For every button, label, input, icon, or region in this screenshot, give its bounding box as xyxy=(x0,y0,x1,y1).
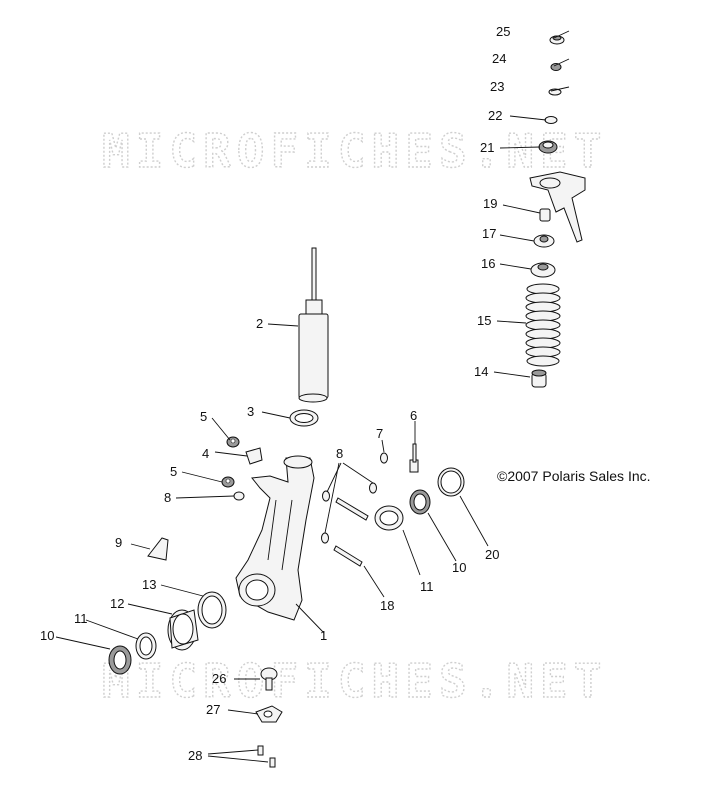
callout-20: 20 xyxy=(485,547,499,562)
part-25-cap xyxy=(549,35,565,45)
callout-27: 27 xyxy=(206,702,220,717)
part-16-isolator xyxy=(530,262,556,278)
part-8-washer-left xyxy=(233,491,245,501)
part-21-bushing xyxy=(538,140,558,154)
part-4-bracket xyxy=(245,447,263,465)
callout-11-right: 11 xyxy=(420,579,434,594)
part-18-bolts xyxy=(333,497,369,567)
part-17-spring-seat xyxy=(533,234,555,248)
part-7-washer xyxy=(380,452,388,464)
part-6-bolt xyxy=(409,443,419,473)
part-10-bearing-right xyxy=(409,489,431,515)
callout-24: 24 xyxy=(492,51,506,66)
callout-7: 7 xyxy=(376,426,383,441)
callout-15: 15 xyxy=(477,313,491,328)
callout-5-lower: 5 xyxy=(170,464,177,479)
part-2-strut xyxy=(298,247,329,403)
watermark-top: MICROFICHES.NET xyxy=(102,124,607,178)
part-14-bump-stop xyxy=(531,369,547,388)
callout-28: 28 xyxy=(188,748,202,763)
callout-12: 12 xyxy=(110,596,124,611)
callout-6: 6 xyxy=(410,408,417,423)
part-10-bearing-left xyxy=(108,645,132,675)
part-22-washer xyxy=(544,116,558,124)
callout-21: 21 xyxy=(480,140,494,155)
callout-16: 16 xyxy=(481,256,495,271)
part-24-nut xyxy=(550,63,562,71)
callout-4: 4 xyxy=(202,446,209,461)
callout-17: 17 xyxy=(482,226,496,241)
callout-13: 13 xyxy=(142,577,156,592)
callout-26: 26 xyxy=(212,671,226,686)
watermark-bottom: MICROFICHES.NET xyxy=(102,654,607,708)
callout-9: 9 xyxy=(115,535,122,550)
callout-10-left: 10 xyxy=(40,628,54,643)
callout-25: 25 xyxy=(496,24,510,39)
callout-23: 23 xyxy=(490,79,504,94)
callout-8-right: 8 xyxy=(336,446,343,461)
callout-1: 1 xyxy=(320,628,327,643)
part-12-ring xyxy=(167,609,199,651)
part-3-o-ring xyxy=(289,409,319,427)
callout-5-upper: 5 xyxy=(200,409,207,424)
callout-14: 14 xyxy=(474,364,488,379)
callout-8-left: 8 xyxy=(164,490,171,505)
callout-2: 2 xyxy=(256,316,263,331)
leader-lines xyxy=(55,30,570,763)
part-19-bushing xyxy=(539,208,551,222)
part-27-plate xyxy=(255,705,283,723)
part-8-washers-right xyxy=(321,482,377,544)
part-5-nut-lower xyxy=(221,476,235,488)
callout-labels: 25 24 23 22 21 19 17 16 15 14 2 3 5 4 5 … xyxy=(40,24,510,763)
part-9-pad xyxy=(147,537,169,561)
part-11-seal-right xyxy=(374,505,404,531)
part-15-coil-spring xyxy=(525,283,561,369)
callout-3: 3 xyxy=(247,404,254,419)
part-1-steering-knuckle xyxy=(235,455,315,621)
part-26-ball-joint xyxy=(260,667,278,691)
callout-11-left: 11 xyxy=(74,611,88,626)
upper-mount-bracket xyxy=(529,171,586,243)
part-11-seal-left xyxy=(135,632,157,660)
callout-22: 22 xyxy=(488,108,502,123)
copyright-text: ©2007 Polaris Sales Inc. xyxy=(497,468,651,484)
part-28-screws xyxy=(257,745,276,768)
callout-18: 18 xyxy=(380,598,394,613)
part-20-snap-ring xyxy=(437,467,465,497)
part-13-seal xyxy=(197,591,227,629)
callout-19: 19 xyxy=(483,196,497,211)
callout-10-right: 10 xyxy=(452,560,466,575)
